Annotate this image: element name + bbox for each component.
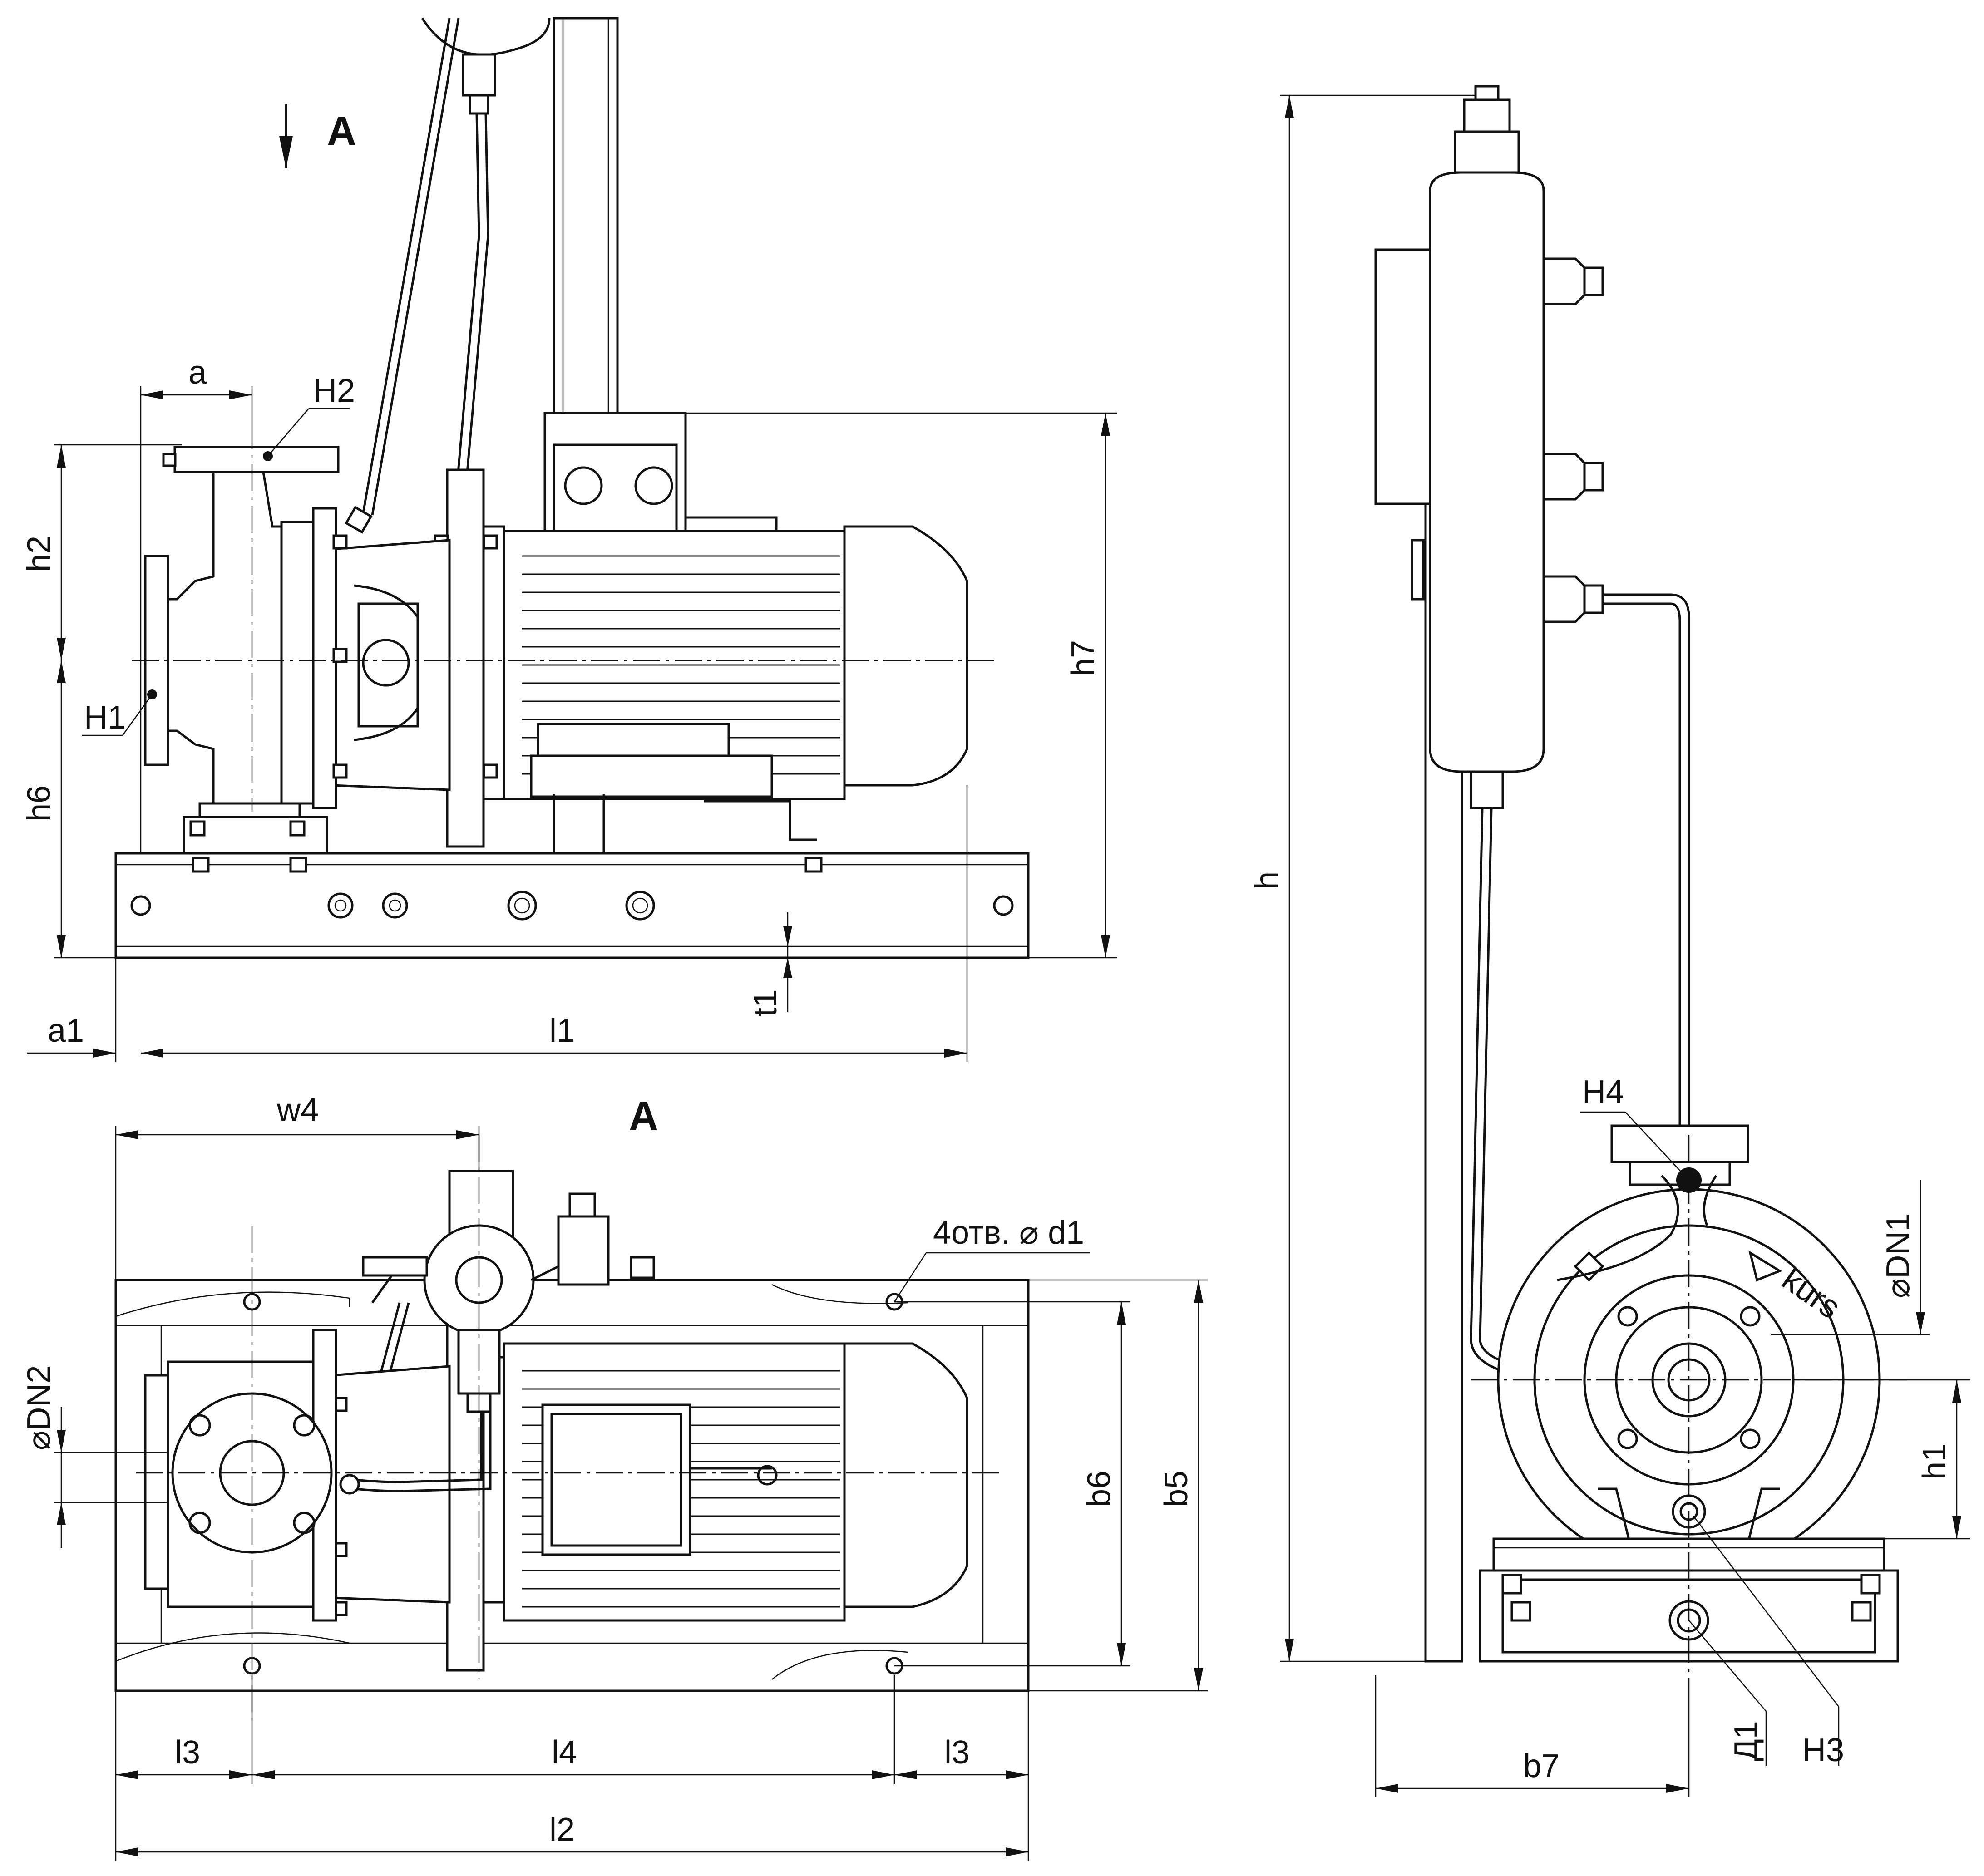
view-arrow-a: A <box>279 104 356 168</box>
dim-l1: l1 <box>549 1013 575 1049</box>
label-h3-point: Н3 <box>1802 1732 1844 1768</box>
side-view <box>114 17 1030 959</box>
dim-l2: l2 <box>549 1812 575 1848</box>
dim-l3-right: l3 <box>944 1734 970 1771</box>
dim-h7: h7 <box>1065 640 1101 676</box>
dim-a: a <box>188 355 207 391</box>
plan-view-a: A <box>114 1094 1030 1720</box>
dim-dn2: ⌀DN2 <box>21 1365 57 1450</box>
label-d1-point: Д1 <box>1728 1721 1764 1761</box>
dim-l4: l4 <box>552 1734 577 1771</box>
dim-w4: w4 <box>276 1092 319 1128</box>
view-arrow-label: A <box>327 109 356 154</box>
dim-t1: t1 <box>747 990 784 1017</box>
dim-l3-left: l3 <box>175 1734 200 1771</box>
dim-h: h <box>1249 872 1285 890</box>
end-dimensions: h Н4 ⌀DN1 h1 b7 Д1 Н3 <box>1249 94 1970 1797</box>
dim-h1: h1 <box>1916 1443 1953 1480</box>
end-view: kurs <box>1374 85 1907 1684</box>
dim-b7: b7 <box>1523 1748 1560 1784</box>
label-h2-point: Н2 <box>313 373 355 409</box>
dim-b6: b6 <box>1081 1471 1117 1507</box>
label-holes: 4отв. ⌀ d1 <box>933 1215 1084 1251</box>
side-dimensions: a Н2 Н1 h2 h6 h7 t1 <box>21 355 1117 1062</box>
dim-h6: h6 <box>21 785 57 822</box>
label-h1-point: Н1 <box>84 699 126 736</box>
dim-h2: h2 <box>21 536 57 572</box>
dim-dn1: ⌀DN1 <box>1880 1213 1916 1298</box>
view-title: A <box>629 1094 658 1139</box>
dim-a1: a1 <box>48 1013 84 1049</box>
label-h4-point: Н4 <box>1582 1074 1624 1110</box>
dim-b5: b5 <box>1158 1471 1194 1507</box>
plan-dimensions: w4 4отв. ⌀ d1 ⌀DN2 b6 b5 <box>21 1092 1208 1861</box>
